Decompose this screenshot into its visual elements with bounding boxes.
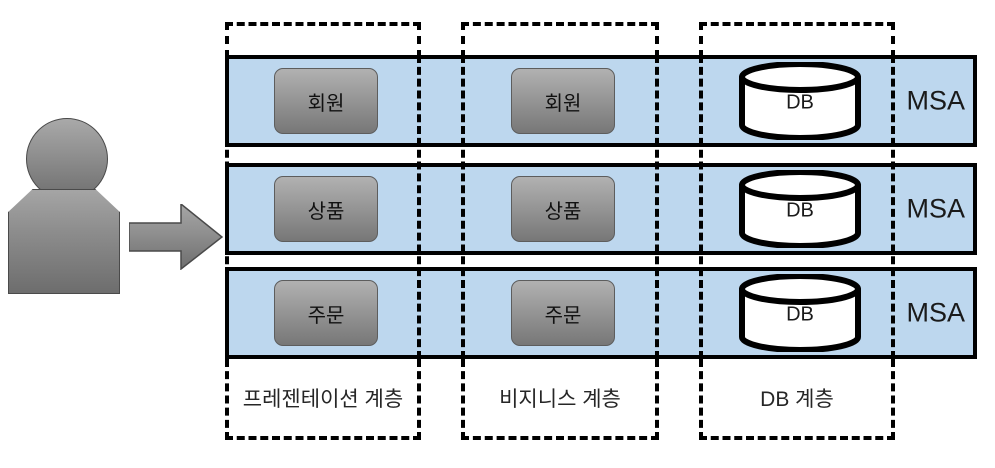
msa-badge: MSA [906,85,965,116]
actor-head-icon [26,118,108,200]
actor-body-icon [8,189,120,294]
layer-divider-db-right [891,55,895,359]
service-box-business[interactable]: 상품 [511,176,615,242]
layer-column-presentation [225,22,421,58]
service-box-presentation[interactable]: 주문 [274,280,378,346]
user-actor [8,118,120,318]
msa-row: 회원 회원 DB MSA [225,55,977,147]
layer-label-text: DB 계층 [760,387,834,411]
database-cylinder-icon[interactable]: DB [737,62,863,140]
layer-divider-db-left [699,55,703,359]
service-box-business[interactable]: 주문 [511,280,615,346]
layer-divider-business-left [461,55,465,359]
layer-label-text: 비지니스 계층 [499,387,621,411]
database-cylinder-icon[interactable]: DB [737,274,863,352]
layer-label-presentation: 프레젠테이션 계층 [225,359,421,440]
layer-divider-business-right [655,55,659,359]
msa-badge: MSA [906,193,965,224]
layer-divider-presentation-right [417,55,421,359]
database-cylinder-icon[interactable]: DB [737,170,863,248]
layer-column-business [461,22,659,58]
layer-label-db: DB 계층 [699,359,895,440]
layer-label-business: 비지니스 계층 [461,359,659,440]
msa-badge: MSA [906,297,965,328]
msa-row: 상품 상품 DB MSA [225,163,977,255]
service-box-presentation[interactable]: 상품 [274,176,378,242]
service-box-presentation[interactable]: 회원 [274,68,378,134]
service-box-business[interactable]: 회원 [511,68,615,134]
msa-row: 주문 주문 DB MSA [225,267,977,359]
layer-divider-presentation-left [225,55,229,359]
flow-arrow-icon [129,204,223,270]
layer-column-db [699,22,895,58]
layer-label-text: 프레젠테이션 계층 [242,387,404,411]
